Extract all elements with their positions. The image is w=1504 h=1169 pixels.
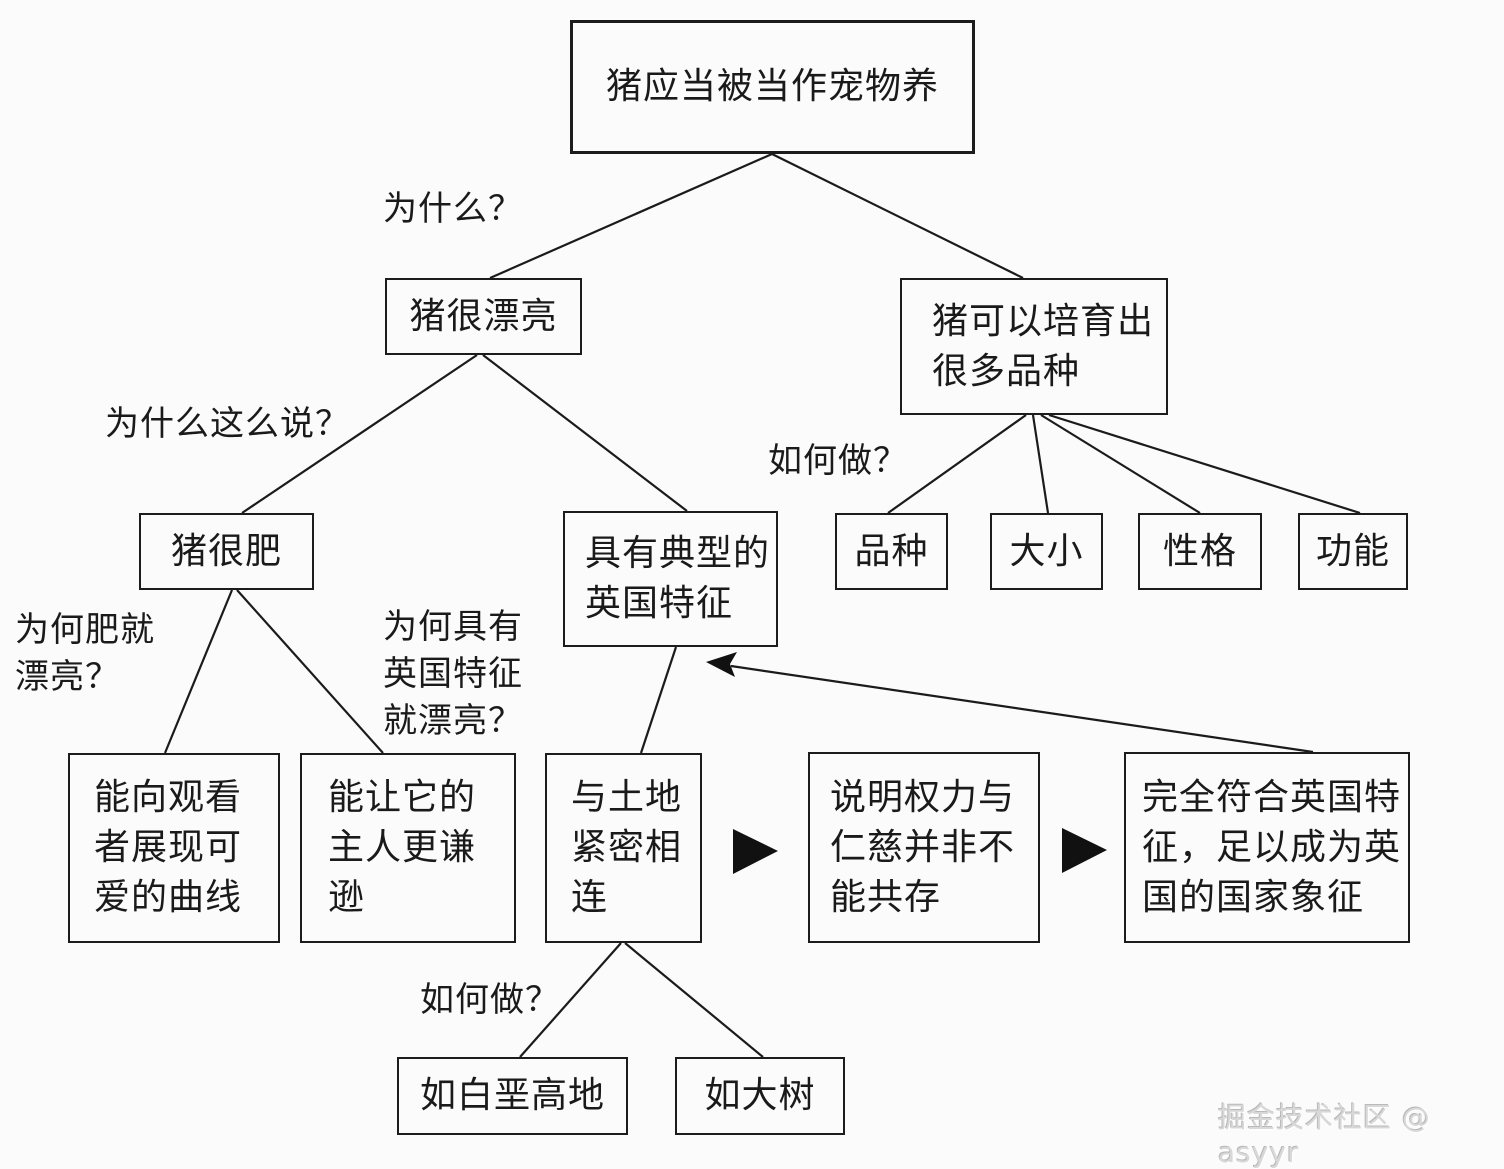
edge-english-land (639, 646, 678, 754)
edge-root-pretty (489, 152, 773, 280)
node-show-cute-curves: 能向观看 者展现可 爱的曲线 (68, 753, 280, 943)
node-make-owner-humble: 能让它的 主人更谦 逊 (300, 753, 516, 943)
feedback-arrow-shaft (730, 664, 1314, 754)
edge-label-why: 为什么？ (383, 189, 523, 229)
edge-land-chalk (519, 942, 622, 1058)
edge-label-why-say-so: 为什么这么说？ (105, 404, 350, 444)
node-breed: 品种 (835, 513, 948, 590)
edge-breeds-size (1031, 414, 1050, 514)
edge-label-why-english-pretty: 为何具有 英国特征 就漂亮？ (383, 607, 523, 741)
node-typical-english-traits: 具有典型的 英国特征 (563, 511, 778, 647)
edge-breeds-personality (1040, 414, 1201, 514)
node-national-symbol: 完全符合英国特 征，足以成为英 国的国家象征 (1124, 752, 1410, 943)
edge-fat-humble (236, 589, 384, 754)
watermark: 掘金技术社区 @ asyyr (1218, 1101, 1431, 1169)
node-tied-to-land: 与土地 紧密相 连 (545, 753, 702, 943)
flow-triangle-2-icon (1062, 828, 1107, 873)
edge-breeds-function (1048, 413, 1361, 515)
edge-breeds-kind (887, 414, 1027, 514)
node-big-tree: 如大树 (675, 1057, 845, 1135)
node-chalk-highlands: 如白垩高地 (397, 1057, 628, 1135)
edge-label-how-land: 如何做？ (420, 980, 560, 1020)
flow-triangle-1-icon (733, 829, 778, 874)
edge-pretty-english (482, 354, 688, 512)
edge-pretty-fat (241, 354, 478, 514)
edge-root-breeds (771, 153, 1024, 279)
edge-land-tree (624, 942, 764, 1058)
edge-label-why-fat-pretty: 为何肥就 漂亮？ (15, 610, 155, 697)
node-pigs-should-be-pets: 猪应当被当作宠物养 (570, 20, 975, 154)
node-personality: 性格 (1138, 513, 1262, 590)
node-pigs-many-breeds: 猪可以培育出 很多品种 (900, 278, 1168, 415)
edge-label-how-breeds: 如何做？ (768, 441, 908, 481)
node-size: 大小 (990, 513, 1103, 590)
node-pigs-are-fat: 猪很肥 (139, 513, 314, 590)
edge-fat-curves (163, 589, 234, 754)
node-pigs-are-pretty: 猪很漂亮 (385, 278, 582, 355)
node-function: 功能 (1298, 513, 1408, 590)
node-power-and-benevolence: 说明权力与 仁慈并非不 能共存 (808, 752, 1040, 943)
feedback-arrowhead-icon (706, 652, 737, 677)
